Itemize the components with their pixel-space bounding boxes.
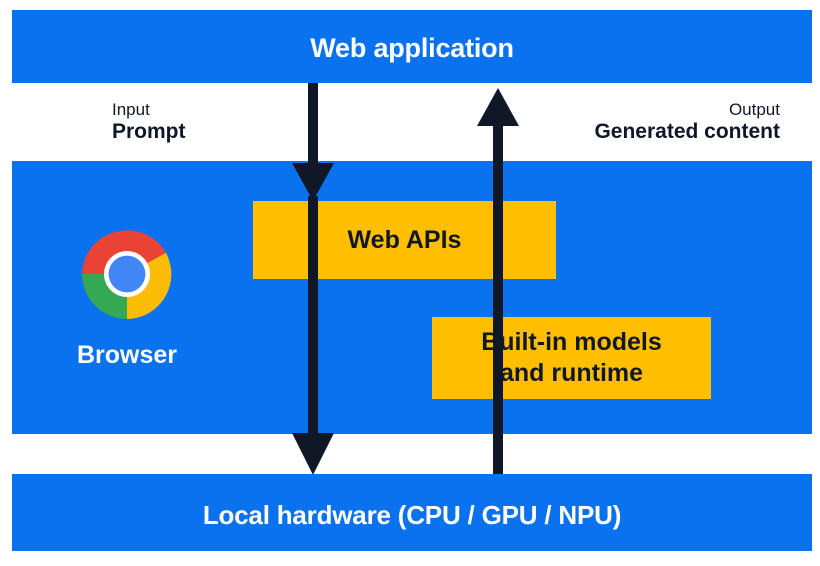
built-in-models-box: Built-in models and runtime	[432, 317, 711, 399]
browser-label: Browser	[76, 341, 178, 369]
prompt-arrow-shaft-upper	[308, 83, 318, 167]
prompt-arrow-shaft-lower	[308, 196, 318, 436]
input-kind-label: Input	[112, 100, 150, 119]
output-kind-label: Output	[728, 100, 780, 119]
built-in-models-line-1: Built-in models	[481, 328, 662, 356]
web-apis-box: Web APIs	[253, 201, 556, 279]
web-apis-label: Web APIs	[347, 225, 462, 254]
local-hardware-band: Local hardware (CPU / GPU / NPU)	[12, 474, 812, 551]
web-application-label: Web application	[310, 33, 514, 63]
local-hardware-label: Local hardware (CPU / GPU / NPU)	[202, 500, 622, 530]
browser-group: Browser	[44, 228, 210, 370]
built-in-models-label: Built-in models and runtime	[481, 327, 662, 389]
prompt-arrow-head-lower	[292, 433, 334, 475]
input-value-label: Prompt	[112, 120, 186, 144]
output-value-label: Generated content	[594, 120, 780, 144]
input-caption: Input Prompt	[112, 100, 186, 145]
web-application-band: Web application	[12, 10, 812, 83]
built-in-models-line-2: and runtime	[499, 359, 644, 387]
generated-content-arrow-shaft	[493, 118, 503, 474]
generated-content-arrow-head	[477, 88, 519, 126]
prompt-arrow-head-upper	[292, 163, 334, 201]
output-caption: Output Generated content	[594, 100, 780, 145]
chrome-logo-icon	[44, 228, 210, 325]
